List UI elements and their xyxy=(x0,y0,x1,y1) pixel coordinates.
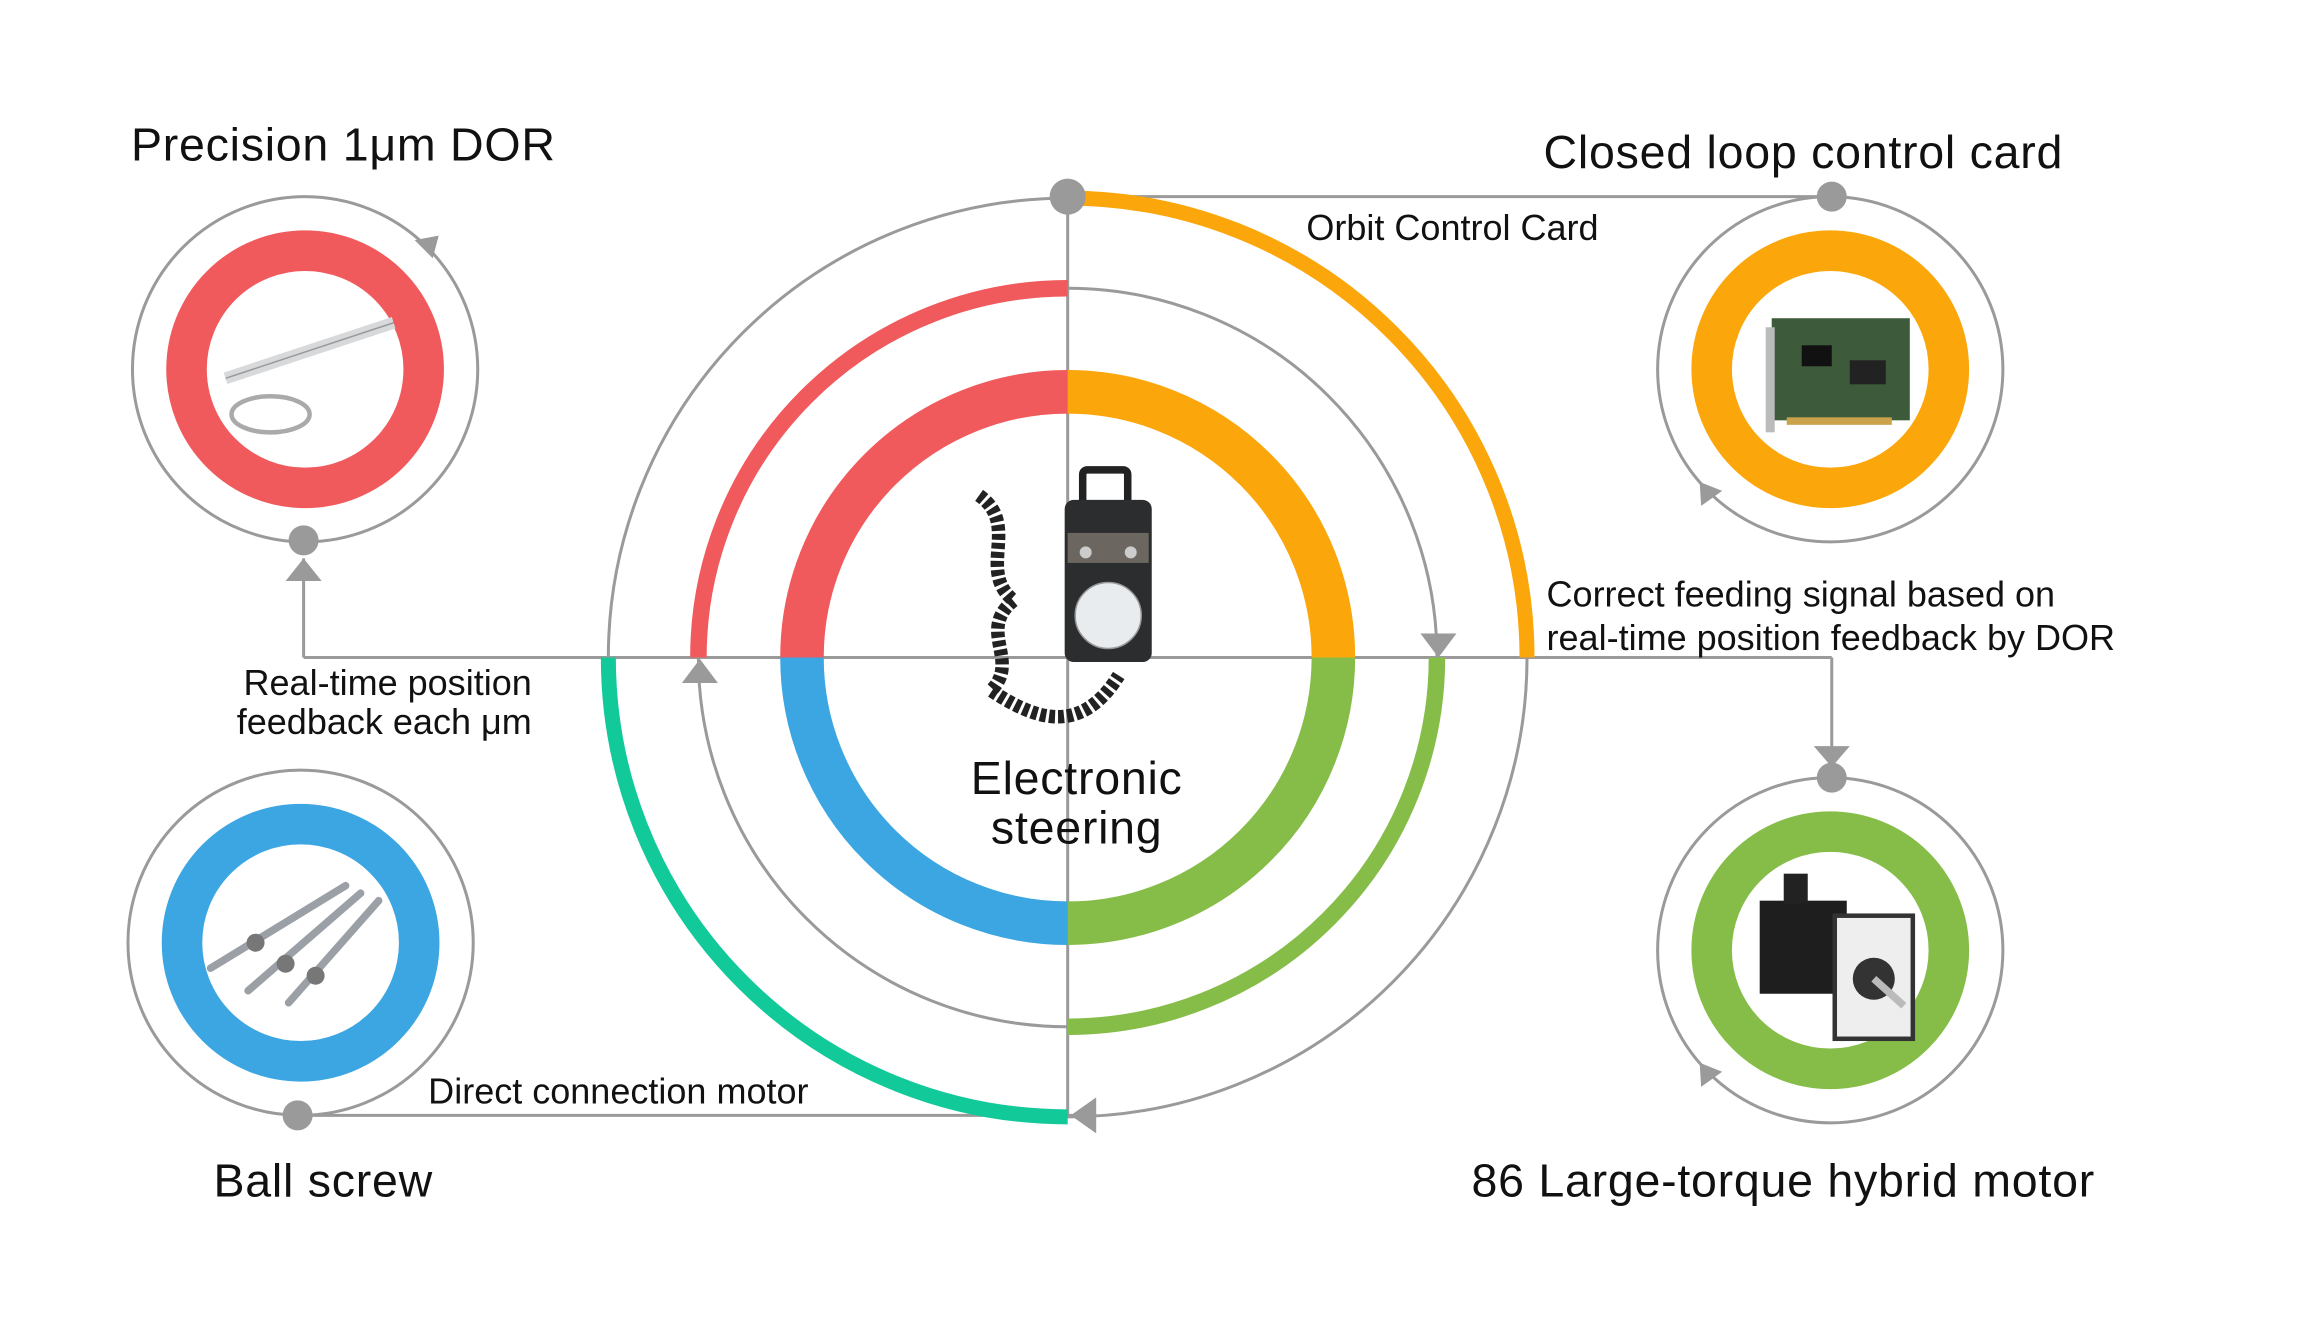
center-label-2: steering xyxy=(991,802,1163,854)
center-ring xyxy=(780,370,1356,945)
card-title: Closed loop control card xyxy=(1544,126,2064,178)
stepper-motor-icon xyxy=(1759,873,1916,1042)
orange-outer-arc xyxy=(1067,190,1535,658)
feedback-label-1: Real-time position xyxy=(244,662,532,703)
orbit-label: Orbit Control Card xyxy=(1306,207,1598,248)
circuit-card-icon xyxy=(1765,318,1910,433)
teal-outer-arc xyxy=(600,657,1068,1125)
ball-screw-icon xyxy=(206,881,383,1007)
node-card xyxy=(1656,195,2005,544)
red-middle-arc xyxy=(690,279,1068,658)
dor-title: Precision 1μm DOR xyxy=(131,119,556,171)
connector-lines xyxy=(297,195,1834,1117)
handwheel-pendant-icon xyxy=(974,466,1152,724)
center-label-1: Electronic xyxy=(971,752,1183,804)
linear-scale-icon xyxy=(223,317,396,435)
direct-connection-label: Direct connection motor xyxy=(428,1070,808,1111)
feedback-label-2: feedback each μm xyxy=(237,701,532,742)
correct-signal-label-2: real-time position feedback by DOR xyxy=(1547,617,2115,658)
node-motor xyxy=(1656,776,2005,1125)
motor-title: 86 Large-torque hybrid motor xyxy=(1471,1154,2094,1206)
correct-signal-label-1: Correct feeding signal based on xyxy=(1547,573,2056,614)
node-dor xyxy=(130,195,480,544)
green-middle-arc xyxy=(1067,657,1446,1036)
ballscrew-title: Ball screw xyxy=(214,1154,433,1206)
node-ballscrew xyxy=(126,768,475,1117)
arrowheads xyxy=(285,558,1850,1134)
